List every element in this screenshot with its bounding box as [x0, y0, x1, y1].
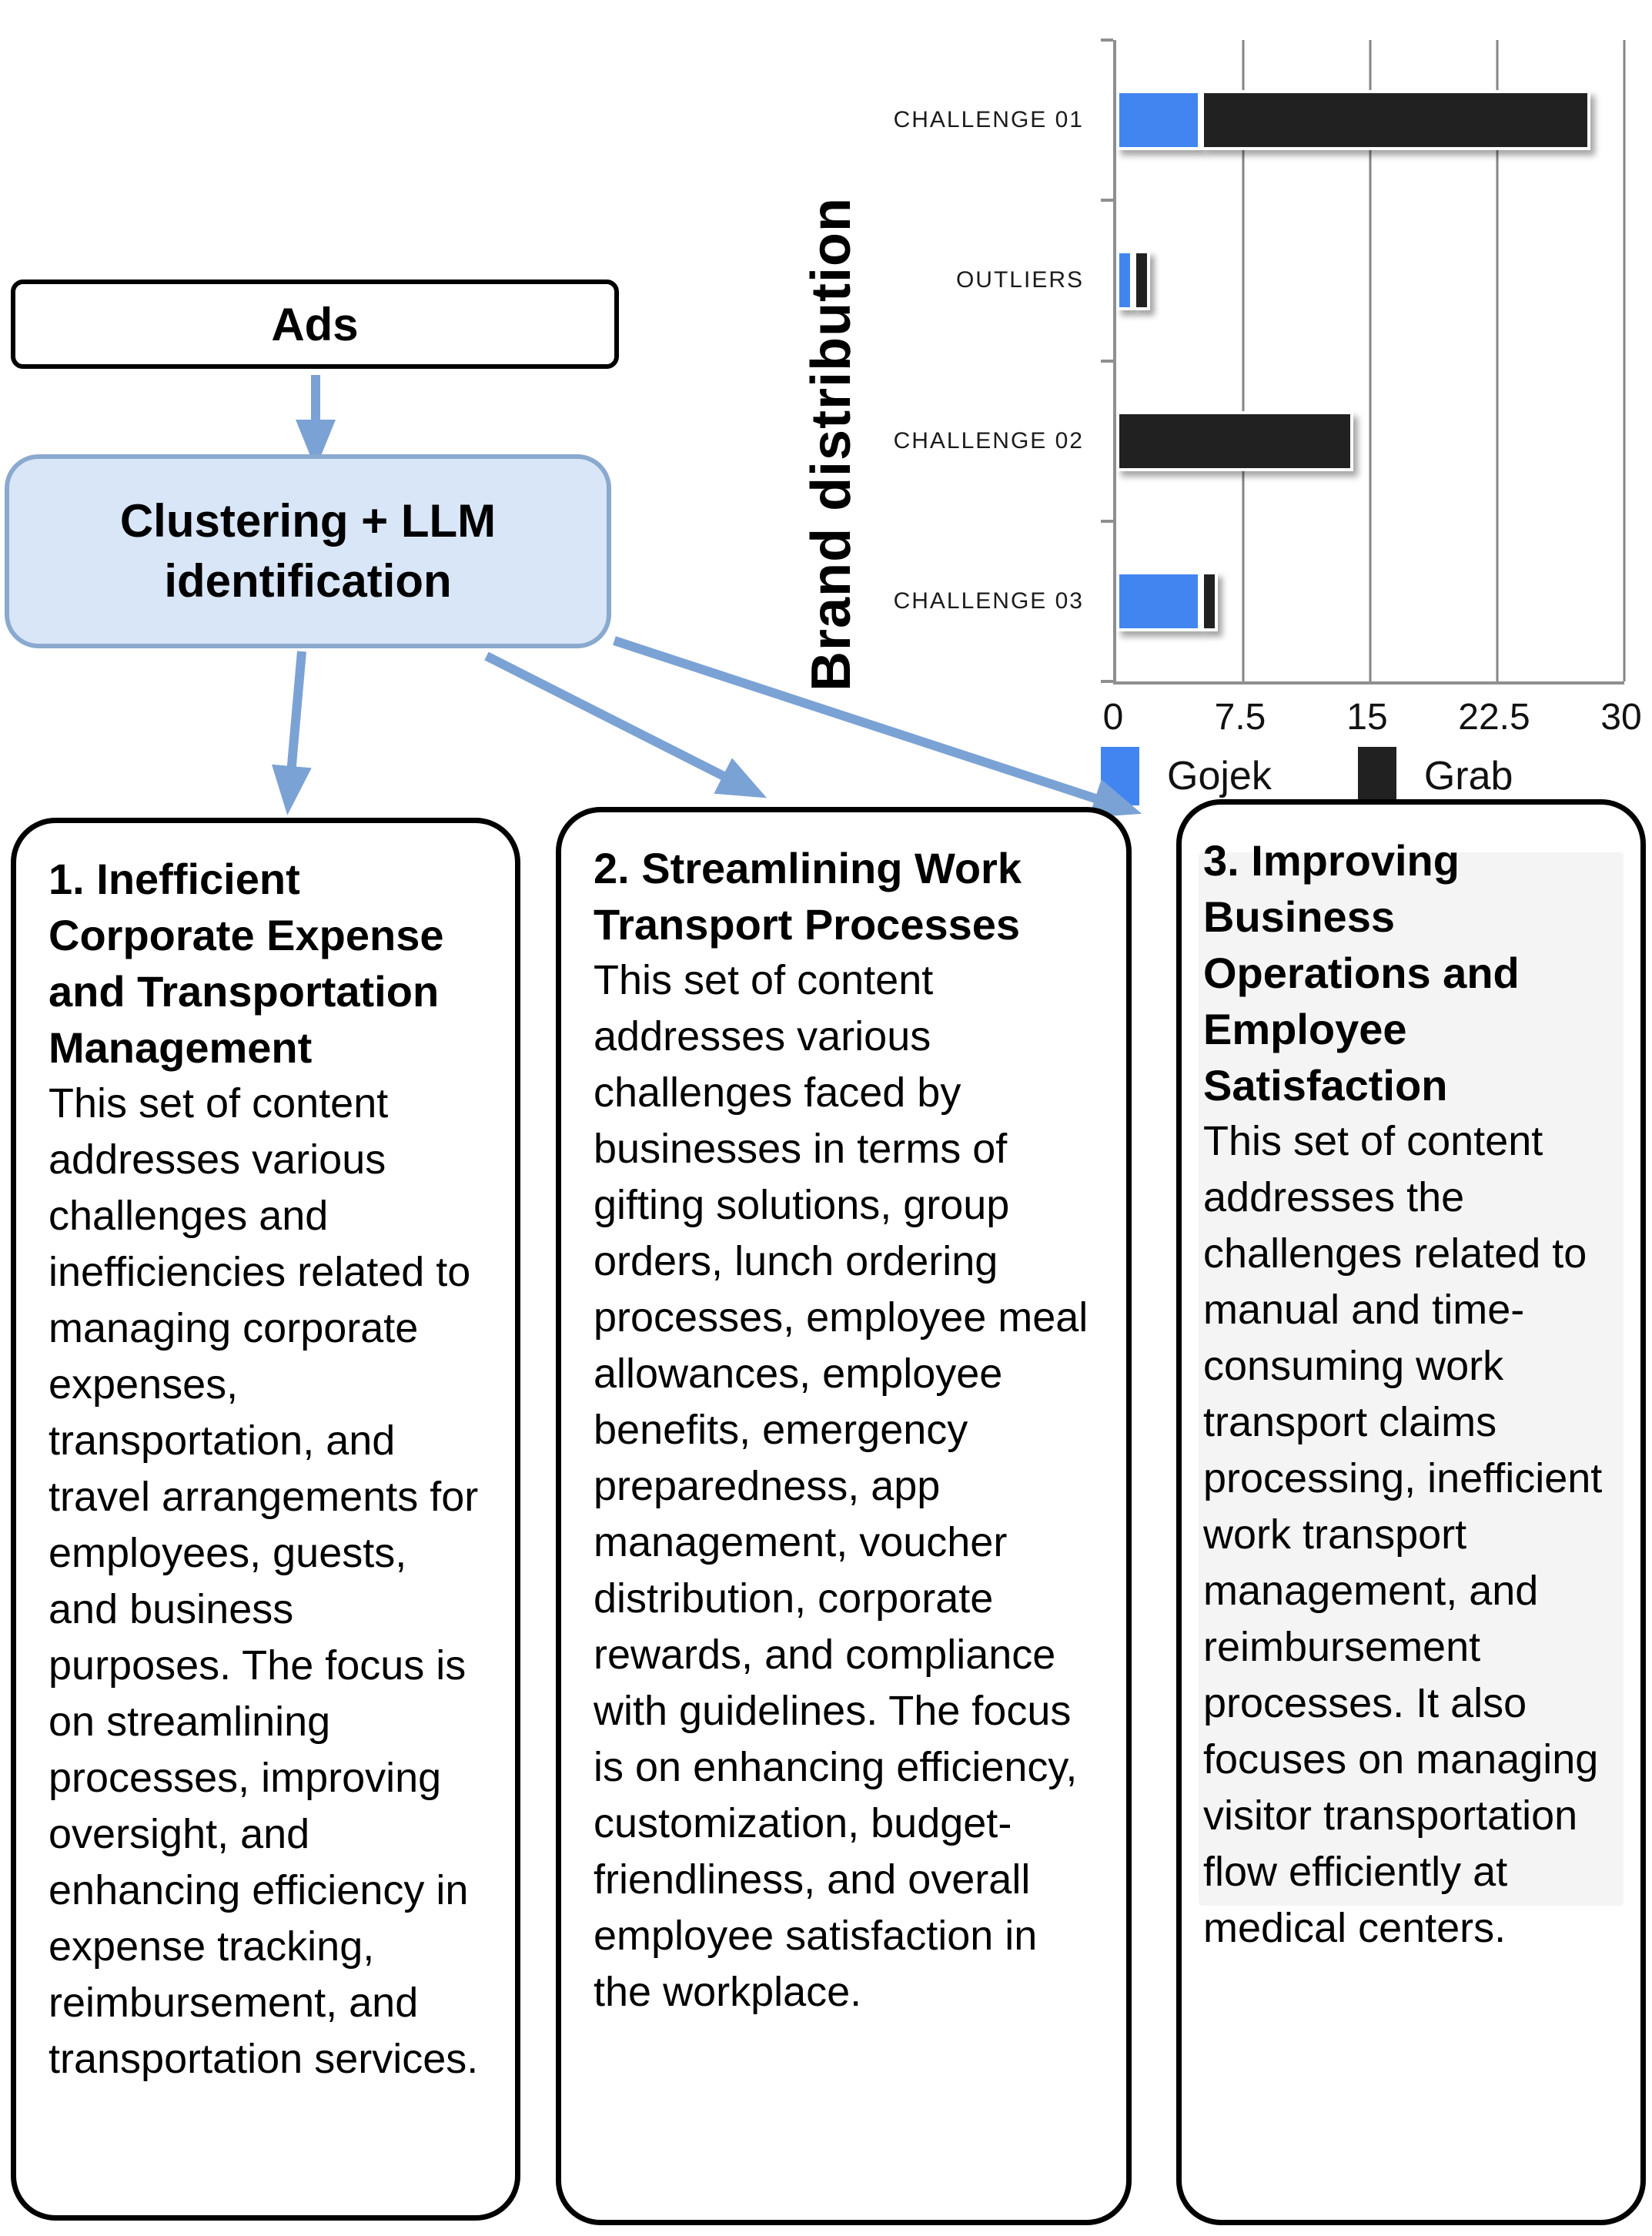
- x-tick-label: 30: [1600, 697, 1642, 738]
- bar-segment-gojek: [1116, 571, 1201, 631]
- x-axis-ticks: 0 7.5 15 22.5 30: [1103, 696, 1642, 744]
- x-tick-label: 22.5: [1458, 697, 1530, 738]
- category-label: CHALLENGE 02: [893, 427, 1084, 454]
- y-axis-tickmark: [1101, 359, 1113, 363]
- x-tick-label: 0: [1102, 697, 1124, 738]
- gridline: [1242, 40, 1245, 681]
- bar-row: [1116, 40, 1624, 200]
- bar-row: [1116, 200, 1624, 360]
- cluster-2-title: 2. Streamlining Work Transport Processes: [594, 844, 1022, 949]
- bar-segment-grab: [1133, 250, 1150, 311]
- bar-segment-gojek: [1116, 250, 1133, 311]
- cluster-2-body: This set of content addresses various ch…: [594, 957, 1089, 2015]
- arrow-clustering-to-cluster2: [484, 651, 767, 798]
- legend-swatch-grab: [1357, 747, 1396, 805]
- y-axis-tickmark: [1101, 680, 1113, 683]
- arrow-clustering-to-cluster1: [271, 651, 312, 815]
- cluster-3-text-highlight: [1199, 852, 1624, 1906]
- plot-rows: [1116, 40, 1624, 681]
- ads-node-label: Ads: [271, 298, 359, 350]
- bar-row: [1116, 361, 1624, 521]
- gridline: [1623, 40, 1626, 681]
- category-labels: CHALLENGE 01 OUTLIERS CHALLENGE 02 CHALLENG…: [808, 40, 1113, 681]
- cluster-3-body: This set of content addresses the challe…: [1203, 1118, 1603, 1951]
- y-axis-tickmark: [1101, 38, 1113, 42]
- x-tick-label: 15: [1346, 697, 1388, 738]
- legend-label: Grab: [1423, 754, 1513, 798]
- bar-segment-grab: [1116, 410, 1353, 471]
- bar-segment-grab: [1201, 90, 1590, 151]
- category-label: CHALLENGE 01: [893, 107, 1084, 133]
- plot-area: [1101, 38, 1626, 685]
- bar-segment-grab: [1201, 571, 1218, 631]
- arrow-clustering-to-cluster3: [613, 636, 1142, 818]
- y-axis-tickmark: [1101, 519, 1113, 523]
- y-axis-tickmark: [1101, 199, 1113, 203]
- cluster-box-1: 1. Inefficient Corporate Expense and Tra…: [11, 818, 520, 2221]
- cluster-box-2: 2. Streamlining Work Transport Processes…: [556, 807, 1132, 2225]
- gridline: [1496, 40, 1499, 681]
- category-label: OUTLIERS: [955, 267, 1084, 293]
- cluster-1-title: 1. Inefficient Corporate Expense and Tra…: [48, 855, 444, 1072]
- category-label: CHALLENGE 03: [893, 587, 1084, 614]
- gridline: [1369, 40, 1372, 681]
- cluster-3-title: 3. Improving Business Operations and Emp…: [1203, 836, 1520, 1110]
- cluster-box-3: 3. Improving Business Operations and Emp…: [1176, 799, 1646, 2225]
- ads-node: Ads: [11, 280, 619, 369]
- chart-legend: Gojek Grab: [1101, 747, 1513, 805]
- bar-segment-gojek: [1116, 90, 1201, 151]
- x-tick-label: 7.5: [1214, 697, 1266, 738]
- cluster-1-body: This set of content addresses various ch…: [48, 1080, 479, 2082]
- clustering-llm-node: Clustering + LLM identification: [5, 454, 611, 648]
- bar-row: [1116, 521, 1624, 681]
- clustering-llm-node-label: Clustering + LLM identification: [119, 495, 497, 607]
- legend-item-grab: Grab: [1357, 747, 1513, 805]
- legend-label: Gojek: [1167, 754, 1272, 798]
